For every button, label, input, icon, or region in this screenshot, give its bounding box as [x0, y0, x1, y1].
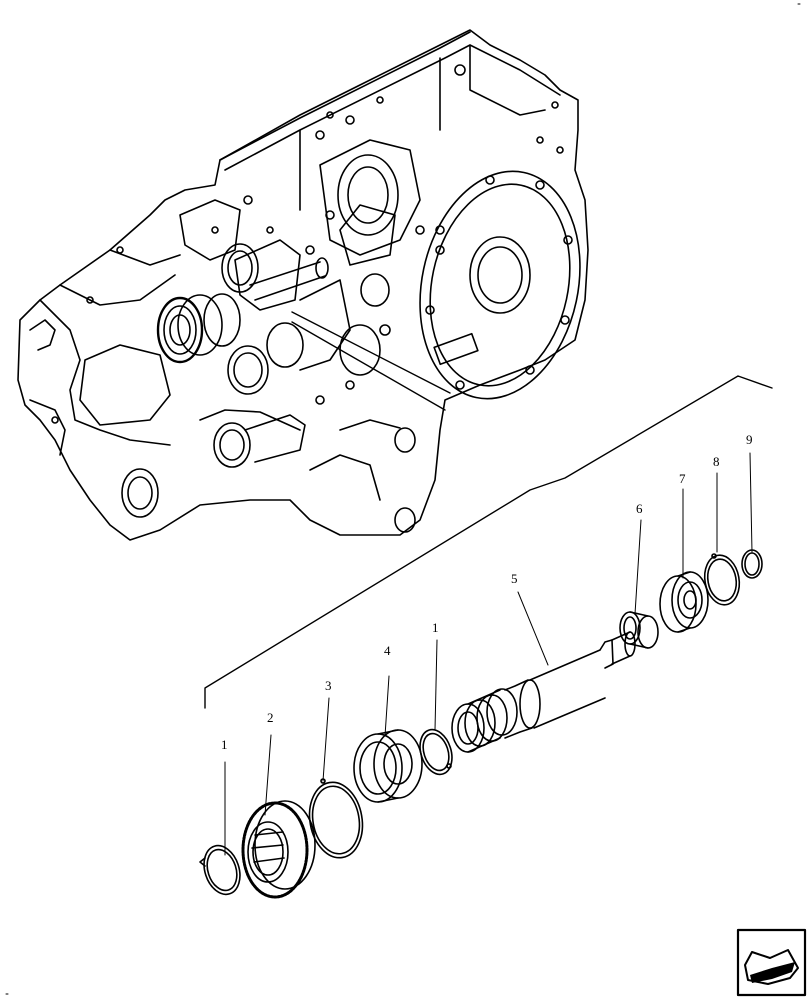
callout-1-left: 1 [221, 737, 228, 752]
part-5-shaft [451, 631, 636, 753]
callout-4: 4 [384, 643, 391, 658]
part-6-bushing [619, 611, 659, 649]
back-arrow-icon[interactable] [736, 928, 807, 997]
callout-6: 6 [636, 501, 643, 516]
part-4-bearing [353, 729, 423, 803]
part-1-circlip [199, 844, 241, 896]
callout-9: 9 [746, 432, 753, 447]
part-1-circlip-second [419, 728, 453, 776]
transmission-housing [17, 29, 589, 541]
part-7-bearing [659, 571, 709, 633]
callout-5: 5 [511, 571, 518, 586]
part-8-snap-ring [703, 553, 741, 606]
callout-3: 3 [325, 678, 332, 693]
callout-7: 7 [679, 471, 686, 486]
part-9-ring [741, 549, 763, 579]
callout-1-middle: 1 [432, 620, 439, 635]
callout-2: 2 [267, 710, 274, 725]
callout-8: 8 [713, 454, 720, 469]
part-2-gear [241, 800, 316, 899]
callout-labels: 1 2 3 4 1 5 6 7 8 9 [221, 432, 753, 752]
part-3-snap-ring [308, 778, 364, 859]
detail-callout-outline [204, 311, 773, 709]
leader-lines [224, 452, 753, 856]
